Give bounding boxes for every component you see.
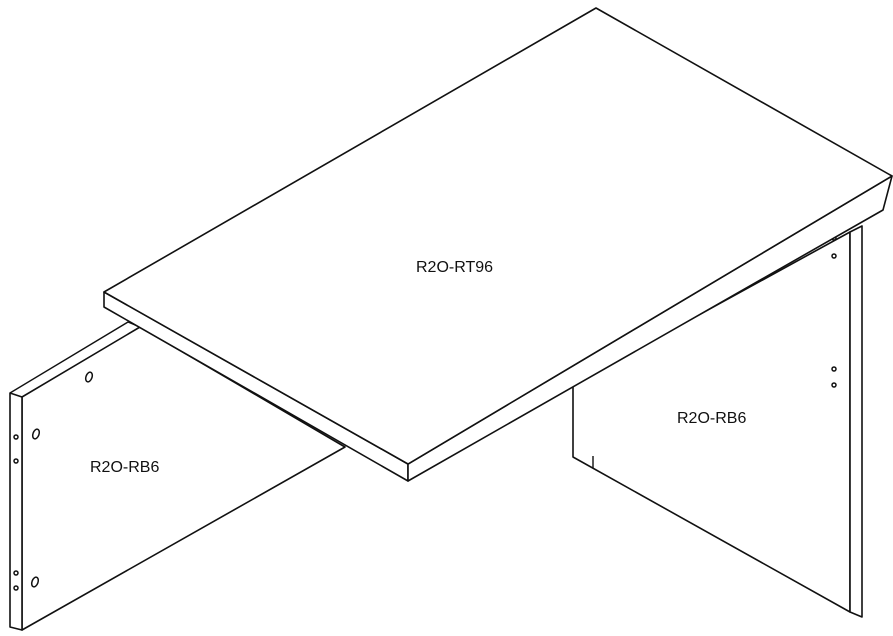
desk-top-label: R2O-RT96: [416, 259, 493, 276]
left-panel-hole: [30, 576, 40, 588]
desk-top: R2O-RT96: [103, 7, 893, 482]
right-panel-hole: [831, 253, 837, 259]
left-panel-edge-hole: [13, 434, 19, 440]
right-panel-edge: [849, 225, 863, 618]
right-panel: R2O-RB6: [572, 225, 863, 618]
left-panel-label: R2O-RB6: [90, 459, 159, 476]
right-panel-label: R2O-RB6: [677, 410, 746, 427]
left-panel-hole: [84, 371, 94, 383]
left-panel-edge-hole: [13, 585, 19, 591]
left-panel-edge: [9, 392, 23, 631]
desk-top-surface: [103, 7, 893, 465]
right-panel-hole: [831, 366, 837, 372]
left-panel-edge-hole: [13, 458, 19, 464]
left-panel-hole: [31, 428, 41, 440]
right-panel-hole: [831, 382, 837, 388]
left-panel: R2O-RB6: [9, 321, 346, 631]
left-panel-top-edge: [9, 321, 129, 394]
left-panel-edge-hole: [13, 570, 19, 576]
